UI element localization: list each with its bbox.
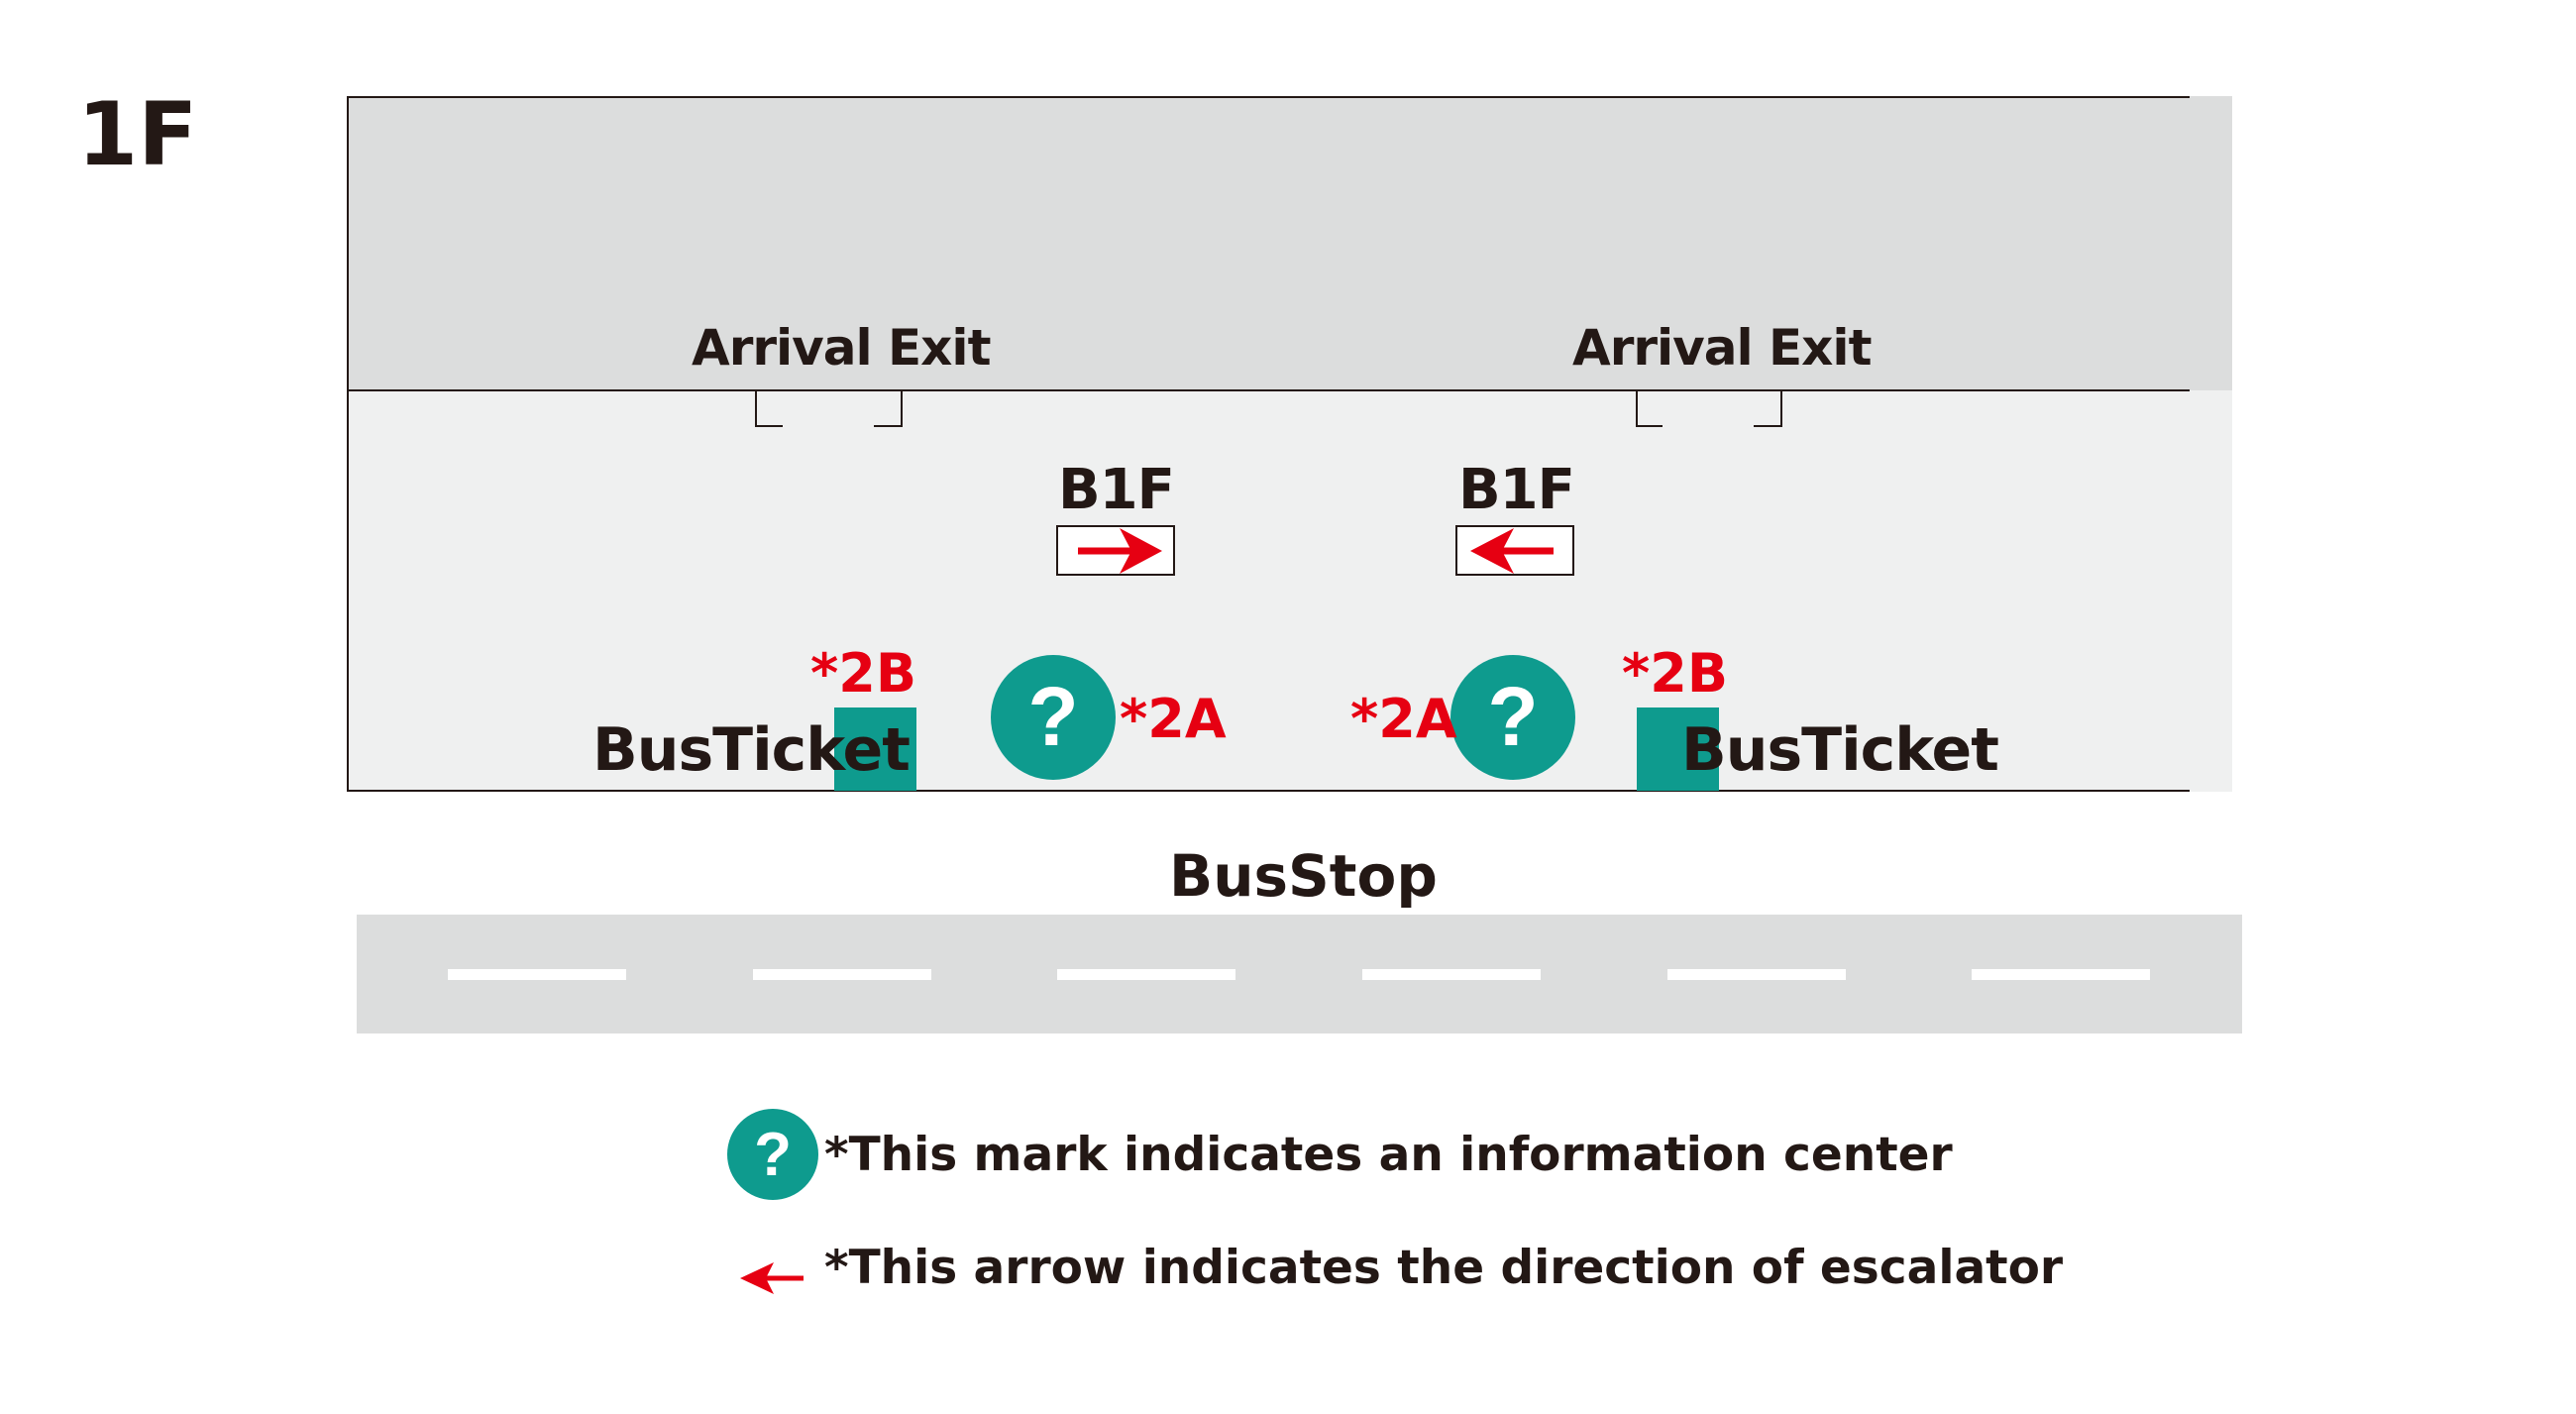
info-center-code-right: *2A [1350, 688, 1457, 750]
escalator-label-left: B1F [1058, 458, 1175, 522]
escalator-left [1455, 525, 1574, 576]
info-center-right: ? [1450, 655, 1575, 780]
arrow-right-icon [1078, 528, 1162, 574]
bus-ticket-booth-left [834, 707, 916, 791]
lane-marking [1057, 969, 1235, 980]
question-mark-icon: ? [1027, 670, 1078, 763]
exit-door-left [755, 390, 903, 427]
legend-arrow-text: *This arrow indicates the direction of e… [824, 1241, 2064, 1295]
floor-label: 1F [77, 83, 198, 185]
bus-ticket-booth-right [1637, 707, 1719, 791]
arrival-exit-label-right: Arrival Exit [1572, 319, 1872, 377]
escalator-label-right: B1F [1458, 458, 1575, 522]
arrival-exit-label-left: Arrival Exit [692, 319, 991, 377]
bus-ticket-label-left: BusTicket [592, 715, 911, 785]
exit-door-right [1636, 390, 1782, 427]
legend-info-icon: ? [727, 1109, 818, 1200]
legend-arrow-icon [740, 1262, 804, 1294]
lane-marking [1362, 969, 1541, 980]
bus-stop-label: BusStop [1169, 842, 1438, 910]
lane-marking [753, 969, 931, 980]
info-center-left: ? [991, 655, 1116, 780]
road [357, 915, 2242, 1033]
svg-text:?: ? [754, 1121, 792, 1189]
floor-plan: ? ? [347, 96, 2232, 792]
arrow-left-icon [1470, 528, 1554, 574]
concourse-zone [347, 390, 2232, 792]
escalator-right [1056, 525, 1175, 576]
lane-marking [1972, 969, 2150, 980]
lane-marking [1667, 969, 1846, 980]
bus-ticket-code-right: *2B [1622, 642, 1728, 705]
bus-ticket-label-right: BusTicket [1681, 715, 1999, 785]
bus-ticket-code-left: *2B [810, 642, 916, 705]
outside-zone [347, 96, 2232, 390]
info-center-code-left: *2A [1120, 688, 1227, 750]
lane-marking [448, 969, 626, 980]
legend-info-text: *This mark indicates an information cent… [824, 1128, 1953, 1182]
question-mark-icon: ? [1487, 670, 1538, 763]
